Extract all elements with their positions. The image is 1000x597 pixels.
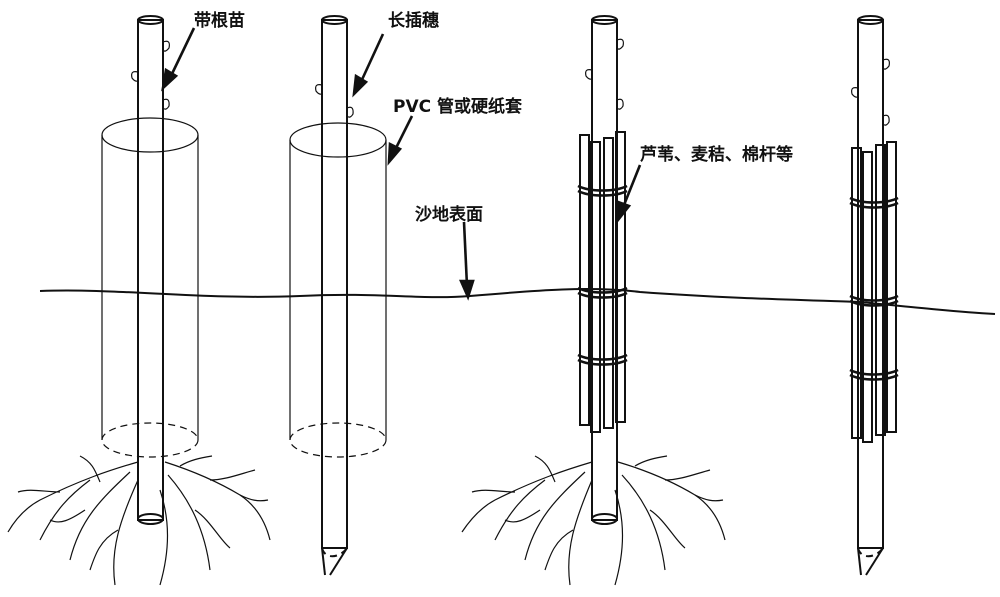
cutting-tip-2b (329, 547, 348, 576)
bud-icon (162, 40, 170, 52)
tube-top-rim-1 (101, 117, 199, 153)
root-system-1 (7, 455, 271, 586)
stem-top-4 (857, 15, 884, 25)
bud-icon (131, 71, 139, 82)
straw-bundle-4 (849, 141, 899, 443)
straw-tie (577, 184, 628, 197)
annotation-arrows (161, 27, 642, 301)
label-pvc-tube: PVC 管或硬纸套 (393, 96, 523, 117)
straw-rod (862, 151, 873, 443)
bud-icon (616, 98, 624, 110)
cutting-tip-4b (865, 547, 884, 576)
straw-tie (849, 196, 899, 209)
straw-rod (590, 141, 601, 433)
straw-rod (886, 141, 897, 433)
stem-bottom-1 (137, 513, 164, 525)
label-rooted-seedling: 带根苗 (194, 10, 245, 31)
straw-rod (615, 131, 626, 423)
label-straw-bundle: 芦苇、麦秸、棉杆等 (640, 144, 793, 165)
stem-top-3 (591, 15, 618, 25)
tube-bottom-rim-1 (101, 422, 199, 458)
rooted-seedling-in-tube (7, 15, 271, 586)
straw-rod (851, 147, 862, 439)
seedling-stem-1 (137, 19, 164, 521)
straw-tie (577, 353, 628, 366)
cutting-stem-2 (321, 19, 348, 549)
straw-rod (579, 134, 590, 426)
label-sand-surface: 沙地表面 (415, 204, 483, 225)
label-long-cutting: 长插穗 (388, 10, 439, 31)
straw-rod (603, 137, 614, 429)
straw-bundle-3 (577, 131, 628, 433)
straw-tie (849, 368, 899, 381)
stem-top-1 (137, 15, 164, 25)
cutting-tip-4 (857, 547, 862, 576)
long-cutting-in-tube (289, 15, 387, 576)
stem-bottom-3 (591, 513, 618, 525)
bud-icon (346, 106, 354, 118)
long-cutting-with-straw (849, 15, 899, 576)
tube-top-rim-2 (289, 122, 387, 158)
bud-icon (616, 38, 624, 50)
cutting-stem-4 (857, 19, 884, 549)
stem-top-2 (321, 15, 348, 25)
bud-icon (315, 84, 323, 95)
bud-icon (162, 98, 170, 110)
rooted-seedling-with-straw (461, 15, 726, 586)
straw-tie (577, 286, 628, 299)
tube-bottom-rim-2 (289, 422, 387, 458)
cutting-tip-2 (321, 547, 326, 576)
bud-icon (585, 69, 593, 80)
straw-tie (849, 294, 899, 307)
straw-rod (875, 144, 886, 436)
bud-icon (882, 58, 890, 70)
bud-icon (851, 87, 859, 98)
bud-icon (882, 114, 890, 126)
